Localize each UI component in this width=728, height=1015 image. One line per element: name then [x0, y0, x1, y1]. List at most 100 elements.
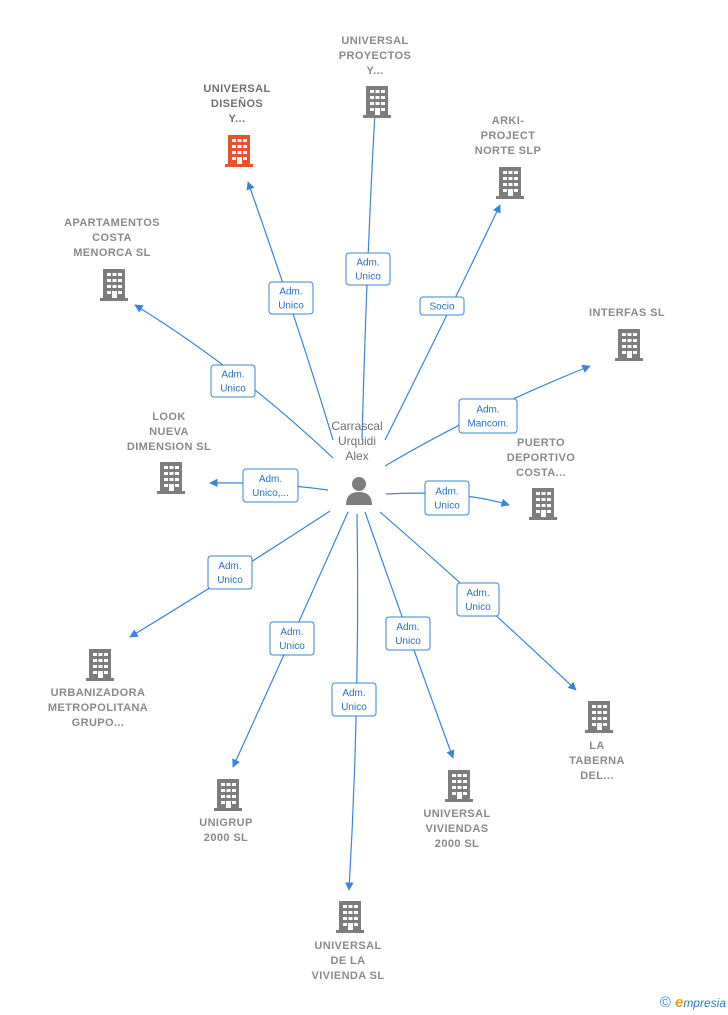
relation-label[interactable]: Adm.Unico	[210, 364, 256, 398]
relation-box	[210, 364, 256, 398]
company-label: DEL...	[580, 770, 614, 782]
company-node-urbanizadora[interactable]: URBANIZADORA METROPOLITANA GRUPO...	[48, 649, 148, 729]
nodes-layer: UNIVERSALPROYECTOSY...UNIVERSALDISEÑOSY.…	[48, 35, 665, 982]
building-icon	[336, 901, 364, 933]
relation-label[interactable]: Adm. Unico	[385, 616, 431, 651]
relation-label[interactable]: Adm.Unico	[207, 555, 253, 590]
building-icon	[445, 770, 473, 802]
company-label: TABERNA	[569, 755, 625, 767]
company-label: UNIVERSAL	[423, 808, 490, 820]
relation-label[interactable]: Adm.Mancom.	[458, 398, 518, 434]
company-label: DIMENSION SL	[127, 441, 211, 453]
company-label: UNIGRUP	[199, 817, 253, 829]
building-icon	[157, 462, 185, 494]
building-icon	[496, 167, 524, 199]
edge-urbanizadora: Adm.Unico	[129, 510, 331, 638]
company-node-puerto-deportivo[interactable]: PUERTODEPORTIVOCOSTA...	[507, 437, 575, 520]
person-name: Carrascal	[331, 419, 382, 433]
relation-text: Unico	[465, 602, 491, 613]
company-label: DISEÑOS	[211, 97, 263, 110]
edge-look-nueva: Adm.Unico,...	[209, 468, 329, 503]
company-label: MENORCA SL	[73, 247, 151, 259]
building-icon	[529, 488, 557, 520]
company-label: PUERTO	[517, 437, 565, 449]
building-icon	[363, 86, 391, 118]
edge-apartamentos-costa: Adm.Unico	[134, 304, 334, 459]
company-node-la-taberna[interactable]: LA TABERNA DEL...	[569, 701, 625, 782]
relation-box	[419, 296, 465, 316]
relation-text: Unico	[355, 272, 381, 283]
company-node-apartamentos-costa[interactable]: APARTAMENTOS COSTA MENORCA SL	[64, 217, 160, 301]
relation-label[interactable]: Adm.Unico	[331, 682, 377, 717]
company-node-universal-vivienda[interactable]: UNIVERSAL DE LA VIVIENDA SL	[311, 901, 384, 982]
building-icon	[86, 649, 114, 681]
company-node-universal-viviendas[interactable]: UNIVERSAL VIVIENDAS 2000 SL	[423, 770, 490, 850]
relation-box	[458, 398, 518, 434]
company-node-interfas[interactable]: INTERFAS SL	[589, 307, 665, 361]
relation-label[interactable]: Socio	[419, 296, 465, 316]
relation-text: Adm.	[396, 622, 419, 633]
person-name: Urquidi	[338, 434, 376, 448]
building-icon	[100, 269, 128, 301]
relation-text: Adm.	[279, 287, 302, 298]
relation-text: Unico	[434, 501, 460, 512]
relation-label[interactable]: Adm.Unico	[424, 480, 470, 516]
company-label: VIVIENDA SL	[311, 970, 384, 982]
relation-box	[345, 252, 391, 286]
relation-label[interactable]: Adm.Unico	[268, 281, 314, 315]
company-node-universal-disenos[interactable]: UNIVERSAL DISEÑOS Y...	[203, 83, 270, 167]
company-label: COSTA	[92, 232, 132, 244]
company-label: GRUPO...	[72, 717, 125, 729]
company-label: ARKI-	[492, 115, 525, 127]
building-icon	[214, 779, 242, 811]
company-label: UNIVERSAL	[314, 940, 381, 952]
relation-text: Adm.	[259, 474, 282, 485]
relation-text: Unico	[220, 384, 246, 395]
relation-text: Adm.	[342, 688, 365, 699]
relation-label[interactable]: Adm.Unico,...	[242, 468, 299, 503]
company-label: LOOK	[152, 411, 185, 423]
company-node-universal-proyectos[interactable]: UNIVERSALPROYECTOSY...	[339, 35, 411, 118]
relation-text: Adm.	[356, 258, 379, 269]
relation-box	[331, 682, 377, 717]
company-label: UNIVERSAL	[203, 83, 270, 95]
copyright-symbol: ©	[659, 994, 671, 1011]
relation-text: Adm.	[466, 588, 489, 599]
company-label: Y...	[367, 65, 384, 77]
company-label: APARTAMENTOS	[64, 217, 160, 229]
company-label: 2000 SL	[435, 838, 479, 850]
person-icon	[346, 477, 372, 505]
relation-text: Adm.	[280, 627, 303, 638]
edge-universal-viviendas: Adm. Unico	[364, 511, 455, 759]
relation-text: Unico	[395, 636, 421, 647]
company-label: INTERFAS SL	[589, 307, 665, 319]
relation-box	[424, 480, 470, 516]
company-label: DEPORTIVO	[507, 452, 575, 464]
footer-brand: © empresia	[660, 994, 726, 1011]
company-label: URBANIZADORA	[51, 687, 146, 699]
relation-text: Unico	[279, 641, 305, 652]
company-label: NORTE SLP	[475, 145, 542, 157]
person-name: Alex	[345, 449, 368, 463]
company-label: Y...	[229, 113, 246, 125]
company-label: VIVIENDAS	[426, 823, 489, 835]
relation-text: Adm.	[218, 561, 241, 572]
edge-unigrup: Adm. Unico	[232, 511, 349, 768]
company-label: UNIVERSAL	[341, 35, 408, 47]
edge-line	[384, 204, 501, 441]
relation-label[interactable]: Adm. Unico	[269, 621, 315, 656]
empresia-logo[interactable]: empresia	[674, 994, 726, 1011]
relation-label[interactable]: Adm. Unico	[345, 252, 391, 286]
edge-universal-vivienda: Adm.Unico	[331, 513, 377, 891]
company-label: LA	[589, 740, 604, 752]
edge-line	[246, 181, 334, 441]
relation-label[interactable]: Adm. Unico	[456, 582, 500, 617]
company-label: DE LA	[331, 955, 366, 967]
company-label: METROPOLITANA	[48, 702, 148, 714]
relation-text: Mancom.	[467, 419, 508, 430]
